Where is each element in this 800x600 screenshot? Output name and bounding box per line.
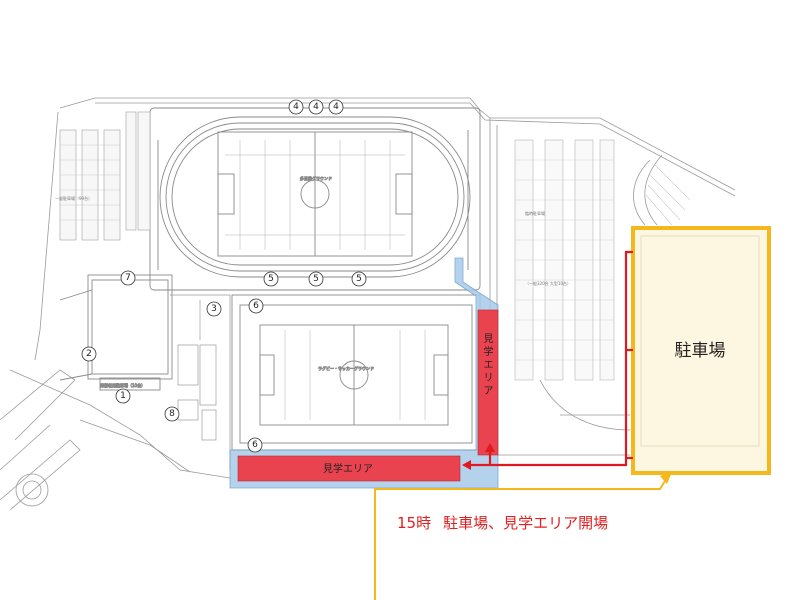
marker-6a: 6 [253, 301, 259, 311]
marker-1: 1 [120, 391, 126, 401]
marker-4b: 4 [313, 102, 319, 112]
marker-5c: 5 [356, 274, 362, 284]
caption-text: 駐車場、見学エリア開場 [443, 514, 609, 532]
marker-4c: 4 [333, 102, 339, 112]
parking-label-small-2: （一般320台 大型10台） [525, 280, 571, 286]
viewing-area-vertical-label: 見学エリア [484, 333, 495, 397]
left-parking-lines [60, 144, 120, 221]
map-markers [81, 99, 367, 453]
svg-text:障害者用駐車場（10台）: 障害者用駐車場（10台） [100, 382, 145, 388]
marker-4a: 4 [293, 102, 299, 112]
caption-time: 15時 [397, 514, 432, 532]
viewing-area-horizontal [237, 455, 461, 482]
main-parking-area [631, 226, 771, 475]
upper-stadium: 多目的グラウンド [149, 107, 481, 291]
arrow-head-left [462, 460, 471, 470]
marker-2: 2 [86, 349, 92, 359]
marker-6b: 6 [252, 440, 258, 450]
road-curve-parking [645, 164, 691, 226]
svg-text:ラグビー・サッカーグラウンド: ラグビー・サッカーグラウンド [318, 365, 374, 371]
callout-arrow-head [660, 472, 672, 484]
opening-caption: 15時駐車場、見学エリア開場 [397, 512, 620, 533]
arrow-head-up [485, 443, 495, 452]
marker-5b: 5 [313, 274, 319, 284]
marker-7: 7 [125, 273, 131, 283]
marker-3: 3 [211, 304, 217, 314]
marker-8: 8 [169, 409, 175, 419]
parking-label-small-1: 臨時駐車場 [525, 210, 545, 216]
marker-numbers: 1 2 3 4 4 4 5 5 5 6 6 7 8 [86, 102, 362, 450]
main-parking-inner [640, 235, 760, 447]
svg-text:多目的グラウンド: 多目的グラウンド [300, 175, 332, 181]
left-parking-blocks [59, 111, 151, 241]
center-parking-stripes [515, 159, 614, 361]
viewing-zone-background [229, 257, 499, 489]
viewing-area-horizontal-label: 見学エリア [323, 462, 373, 475]
main-parking-label: 駐車場 [675, 341, 726, 361]
parking-note: 一般駐車場（99台） [55, 195, 92, 201]
misc-structures [170, 294, 231, 470]
gym-building: 障害者用駐車場（10台） [59, 274, 173, 391]
lower-ground: ラグビー・サッカーグラウンド [231, 294, 481, 451]
callout-line [374, 475, 669, 600]
marker-5a: 5 [268, 274, 274, 284]
viewing-area-vertical [477, 309, 499, 456]
